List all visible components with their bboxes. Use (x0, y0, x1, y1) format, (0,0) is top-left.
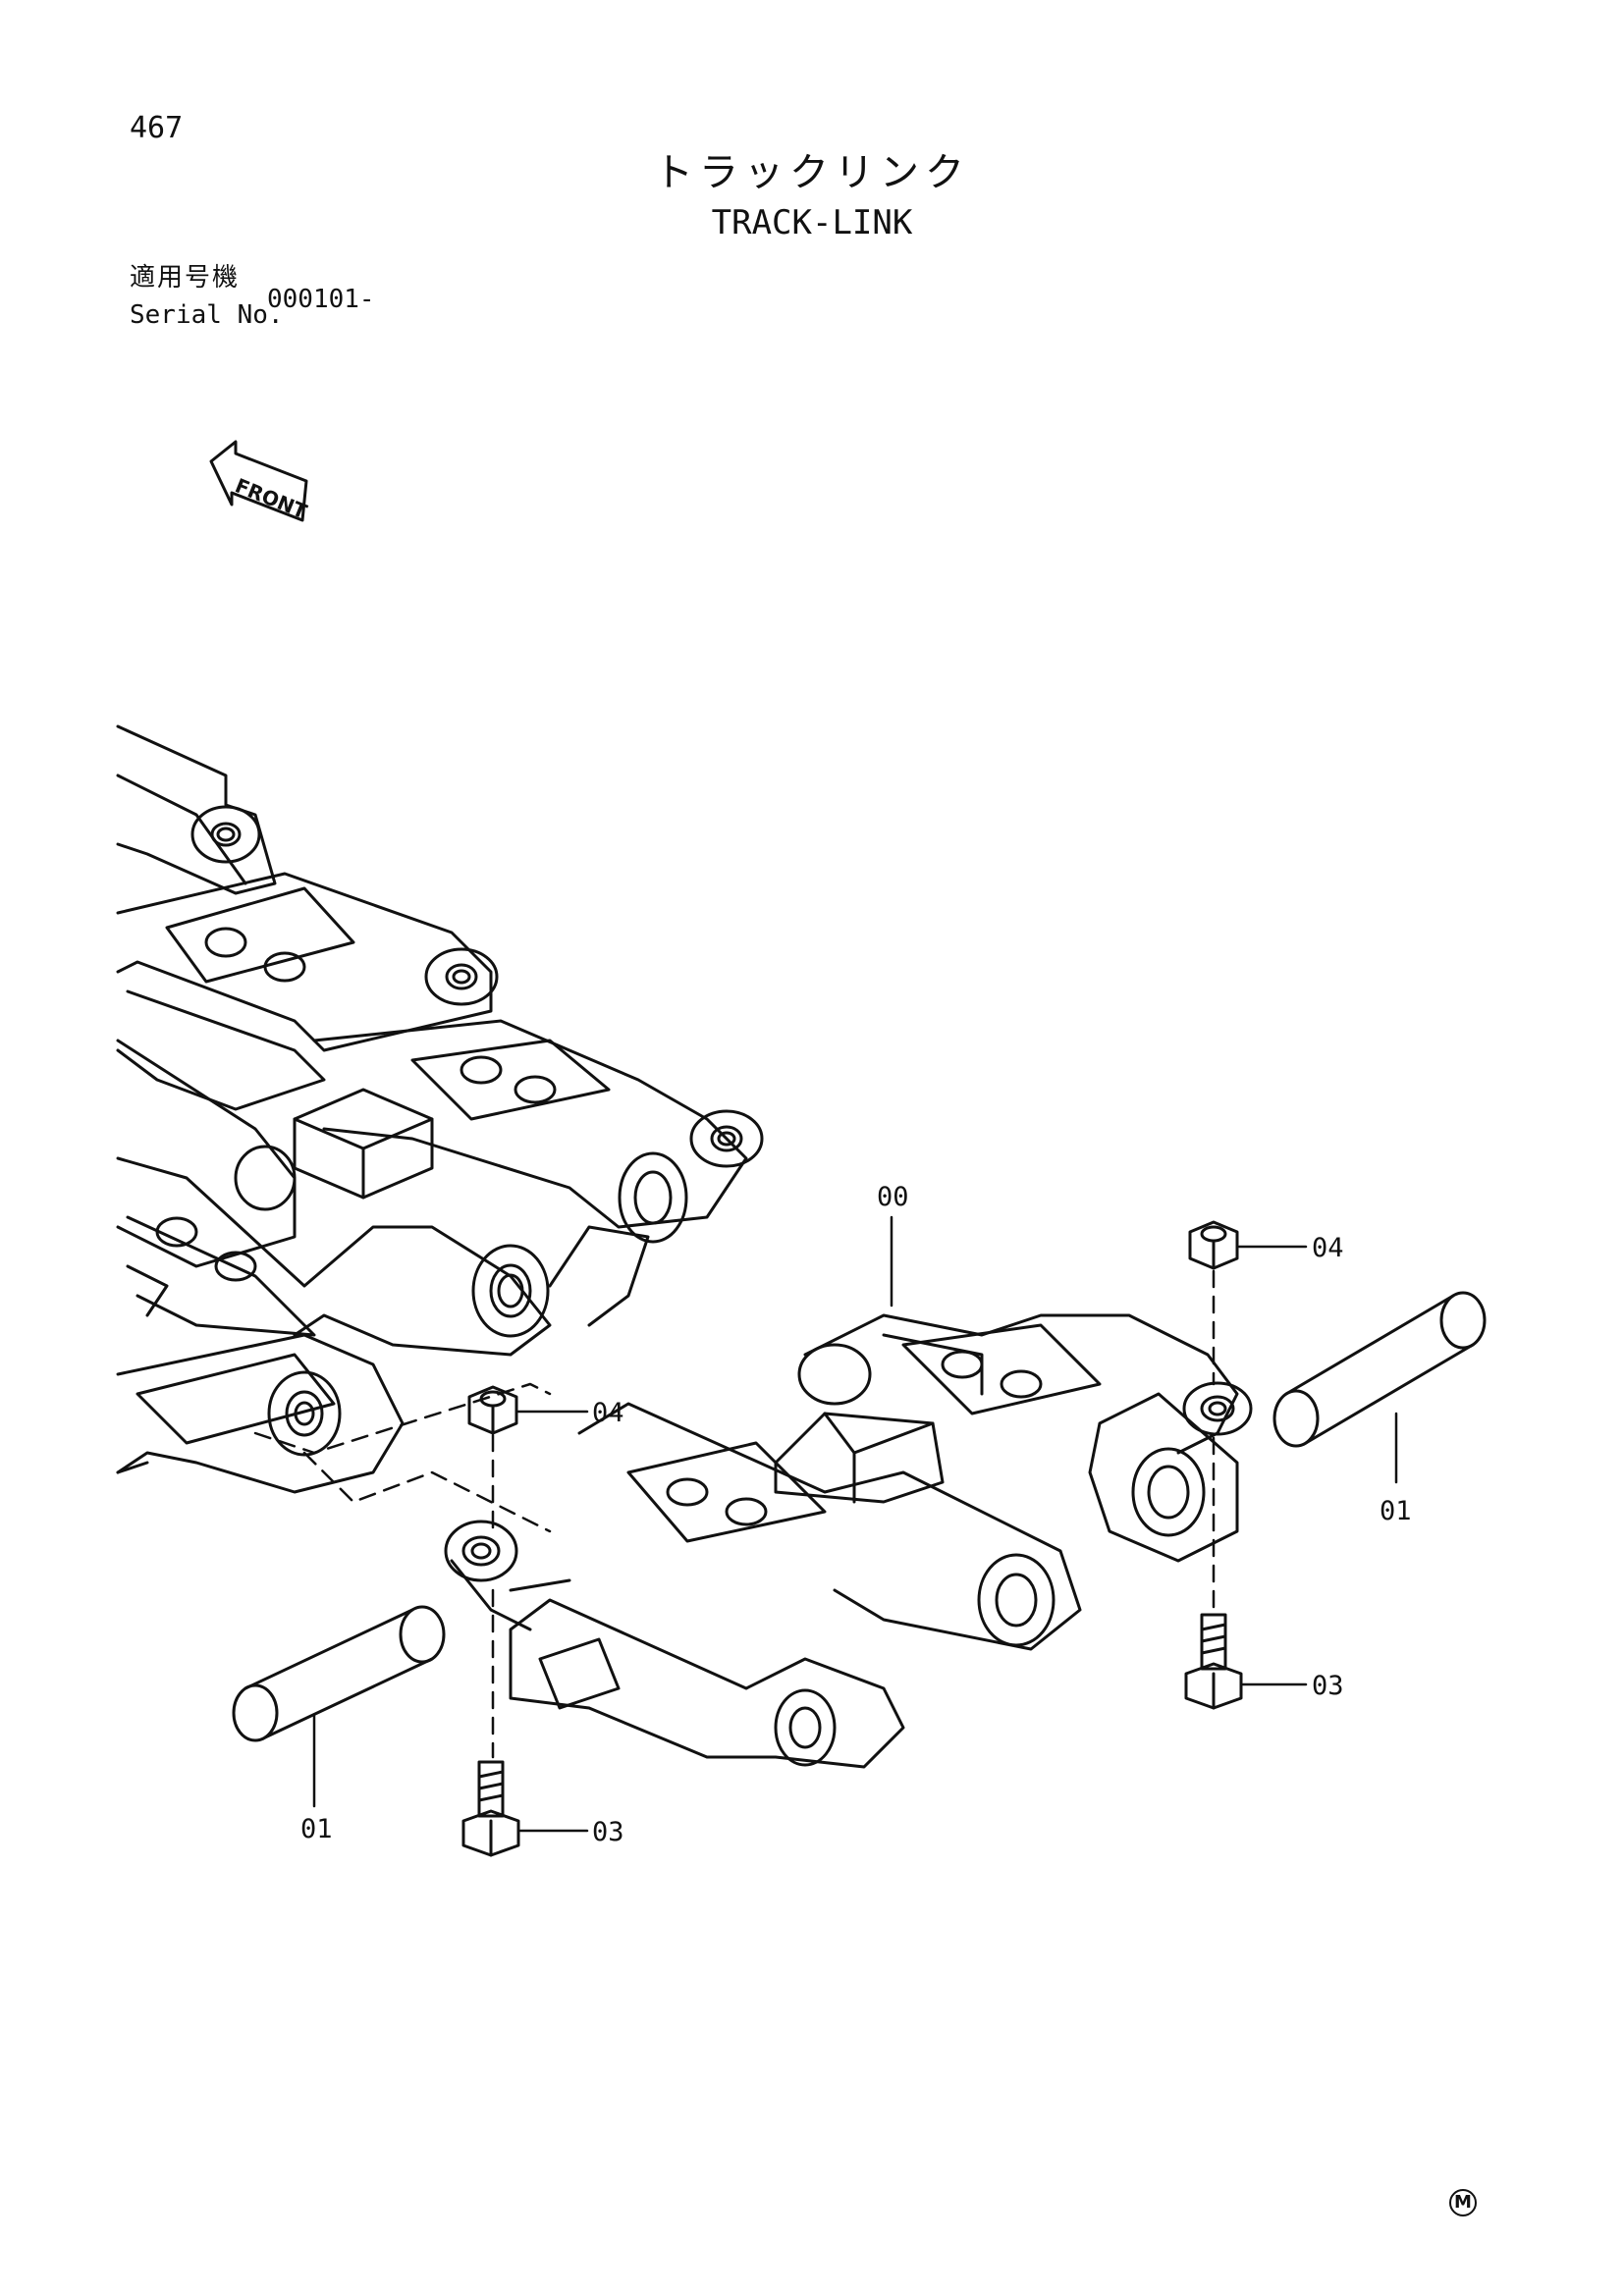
maker-mark-icon: M (1449, 2189, 1477, 2216)
callout-01-left: 01 (300, 1814, 333, 1844)
nut-left-icon (467, 1385, 518, 1435)
page-number: 467 (130, 111, 184, 145)
page-title-japanese: トラックリンク (654, 150, 970, 195)
bolt-right-icon (1184, 1613, 1243, 1710)
callout-04-left: 04 (592, 1398, 624, 1428)
callout-03-left: 03 (592, 1817, 624, 1847)
track-link-assembly-drawing (444, 1313, 1253, 1769)
page-title-english: TRACK-LINK (711, 203, 913, 242)
serial-label-english: Serial No. (130, 300, 284, 330)
callout-leaders (312, 1215, 1398, 1833)
pin-right-drawing (1272, 1291, 1487, 1448)
bolt-left-icon (461, 1760, 520, 1857)
callout-00: 00 (877, 1182, 909, 1212)
front-arrow-icon: FRONT (209, 440, 310, 523)
assembly-guide-lines (253, 1269, 1216, 1759)
serial-label-japanese: 適用号機 (130, 263, 241, 293)
callout-01-right: 01 (1380, 1496, 1412, 1526)
nut-right-icon (1188, 1220, 1239, 1270)
callout-04-right: 04 (1312, 1233, 1344, 1263)
callout-03-right: 03 (1312, 1671, 1344, 1701)
pin-left-drawing (232, 1605, 446, 1742)
track-chain-drawing (116, 724, 764, 1494)
serial-number-range: 000101- (267, 285, 375, 314)
